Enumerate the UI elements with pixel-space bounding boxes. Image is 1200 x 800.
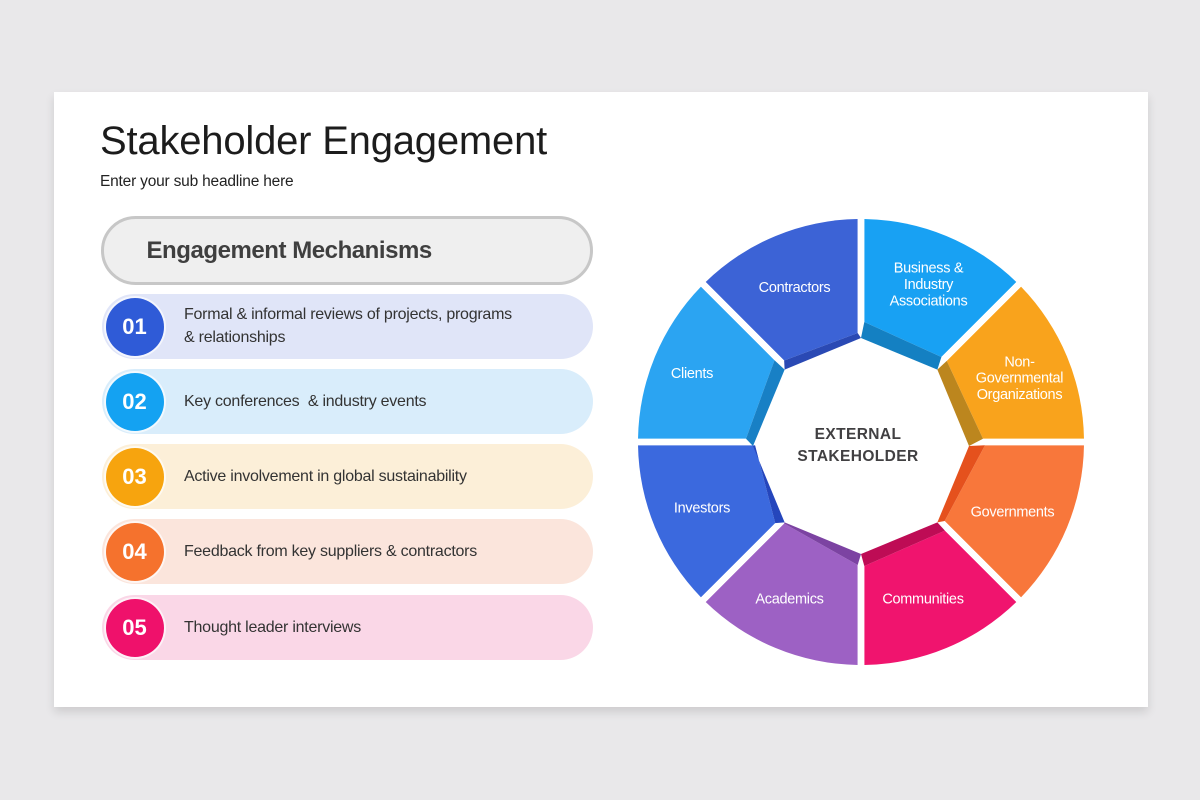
svg-text:Clients: Clients <box>671 366 713 382</box>
svg-text:Contractors: Contractors <box>759 280 831 296</box>
svg-text:Governments: Governments <box>971 505 1055 521</box>
svg-text:Academics: Academics <box>755 592 823 608</box>
svg-text:Communities: Communities <box>882 592 963 608</box>
svg-text:Investors: Investors <box>674 501 730 517</box>
